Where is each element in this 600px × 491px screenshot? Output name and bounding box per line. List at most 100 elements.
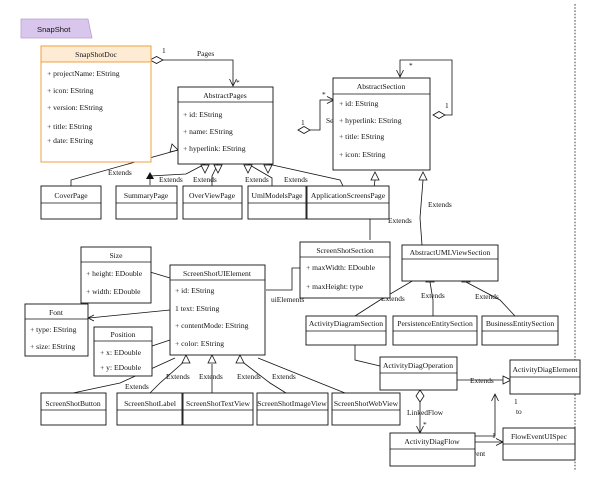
class-size[interactable]: Size + height: EDouble + width: EDouble bbox=[80, 246, 152, 304]
class-attr: + projectName: EString bbox=[47, 69, 120, 78]
class-abstractpages[interactable]: AbstractPages + id: EString + name: EStr… bbox=[177, 86, 274, 165]
extends-label-webview: Extends bbox=[272, 372, 296, 381]
class-floweventuispec[interactable]: FlowEventUISpec bbox=[502, 427, 576, 461]
to-mult-one: 1 bbox=[514, 397, 518, 406]
class-name: BusinessEntitySection bbox=[486, 319, 555, 328]
class-activitydiagelement[interactable]: ActivityDiagElement bbox=[509, 359, 581, 395]
umlmodelspage-generalization bbox=[247, 163, 273, 186]
activitydiagramsection-generalization bbox=[354, 279, 415, 317]
class-activitydiagflow[interactable]: ActivityDiagFlow bbox=[389, 432, 476, 467]
class-name: Font bbox=[49, 308, 64, 317]
class-abstractsection[interactable]: AbstractSection + id: EString + hyperlin… bbox=[332, 77, 431, 171]
extends-label-umlmodels: Extends bbox=[245, 175, 269, 184]
linkedflow-mult-many: * bbox=[423, 420, 427, 429]
button-generalization bbox=[72, 357, 176, 394]
class-attr: + title: EString bbox=[339, 132, 384, 141]
class-font[interactable]: Font + type: EString + size: EString bbox=[24, 303, 89, 357]
self-composition-diamond bbox=[432, 111, 446, 119]
class-name: ApplicationScreensPage bbox=[311, 191, 386, 200]
class-attr: + color: EString bbox=[175, 339, 224, 348]
class-name: OverViewPage bbox=[189, 191, 236, 200]
class-attr: + icon: EString bbox=[47, 86, 94, 95]
class-name: ActivityDiagFlow bbox=[404, 437, 460, 446]
self-mult-one: 1 bbox=[445, 101, 449, 110]
class-screenshotimageview[interactable]: ScreenShotImageView bbox=[256, 392, 329, 426]
self-arrowhead bbox=[396, 69, 404, 78]
class-attr: + id: EString bbox=[183, 110, 223, 119]
class-attr: + version: EString bbox=[47, 103, 103, 112]
sections-mult-many: * bbox=[322, 90, 326, 99]
class-screenshotsection[interactable]: ScreenShotSection + maxWidth: EDouble + … bbox=[299, 241, 391, 299]
extends-label-operation: Extends bbox=[470, 376, 494, 385]
pages-label: Pages bbox=[197, 49, 214, 58]
class-name: ScreenShotButton bbox=[45, 399, 100, 408]
class-abstractumlviewsection[interactable]: AbstractUMLViewSection bbox=[401, 244, 499, 282]
class-name: ActivityDiagElement bbox=[513, 365, 579, 374]
sections-association bbox=[310, 99, 333, 131]
class-name: ScreenShotSection bbox=[316, 246, 374, 255]
extends-label-imageview: Extends bbox=[237, 372, 261, 381]
pages-composition-diamond bbox=[149, 56, 164, 64]
class-attr: + y: EDouble bbox=[100, 363, 142, 372]
class-attr: + size: EString bbox=[30, 342, 75, 351]
extends-label-persistenceentity: Extends bbox=[421, 291, 445, 300]
linkedflow-label: LinkedFlow bbox=[407, 408, 444, 417]
class-attr: + maxHeight: type bbox=[306, 282, 364, 291]
class-name: Position bbox=[111, 330, 136, 339]
class-attr: + type: EString bbox=[30, 325, 77, 334]
class-screenshotlabel[interactable]: ScreenShotLabel bbox=[116, 392, 183, 426]
class-name: FlowEventUISpec bbox=[511, 432, 568, 441]
pages-association bbox=[163, 59, 234, 85]
class-summarypage[interactable]: SummaryPage bbox=[115, 185, 178, 220]
class-activitydiagoperation[interactable]: ActivityDiagOperation bbox=[379, 356, 458, 391]
class-attr: + title: EString bbox=[47, 122, 92, 131]
persistenceentity-generalization bbox=[429, 281, 434, 316]
pages-mult-one: 1 bbox=[162, 46, 166, 55]
package-name: SnapShot bbox=[37, 25, 71, 34]
to-label: to bbox=[516, 407, 522, 416]
applicationscreens-generalization bbox=[267, 163, 344, 187]
class-name: PersistenceEntitySection bbox=[397, 319, 473, 328]
class-screenshotuielement[interactable]: ScreenShotUIElement + id: EString 1 text… bbox=[169, 264, 266, 356]
class-attr: + date: EString bbox=[47, 136, 93, 145]
webview-generalization bbox=[257, 357, 346, 394]
font-link bbox=[88, 309, 171, 319]
summarypage-generalization bbox=[149, 163, 206, 177]
section-self-association bbox=[399, 59, 453, 116]
umlviewsection-generalization bbox=[419, 179, 424, 246]
extends-label-activitydiagramsection: Extends bbox=[381, 294, 405, 303]
class-name: ScreenShotTextView bbox=[186, 399, 250, 408]
class-snapshotdoc[interactable]: SnapShotDoc + projectName: EString + ico… bbox=[40, 45, 152, 163]
class-overviewpage[interactable]: OverViewPage bbox=[182, 185, 243, 220]
imageview-generalization bbox=[239, 359, 287, 394]
class-screenshotwebview[interactable]: ScreenShotWebView bbox=[331, 392, 401, 426]
class-attr: + width: EDouble bbox=[86, 287, 141, 296]
class-name: SummaryPage bbox=[124, 191, 169, 200]
class-applicationscreenspage[interactable]: ApplicationScreensPage bbox=[306, 185, 390, 220]
class-coverpage[interactable]: CoverPage bbox=[40, 185, 102, 220]
extends-label-summarypage: Extends bbox=[159, 175, 183, 184]
extends-label-screenshotsection: Extends bbox=[388, 216, 412, 225]
class-umlmodelspage[interactable]: UmlModelsPage bbox=[247, 185, 307, 220]
class-name: ActivityDiagramSection bbox=[309, 319, 383, 328]
class-attr: + icon: EString bbox=[339, 150, 386, 159]
package-tab: SnapShot bbox=[20, 18, 93, 39]
class-name: AbstractUMLViewSection bbox=[410, 248, 491, 257]
class-name: AbstractSection bbox=[357, 82, 406, 91]
event-mult-one: 1 bbox=[492, 431, 496, 440]
class-screenshottextview[interactable]: ScreenShotTextView bbox=[182, 392, 254, 426]
class-screenshotbutton[interactable]: ScreenShotButton bbox=[40, 392, 107, 426]
class-businessentitysection[interactable]: BusinessEntitySection bbox=[481, 315, 559, 346]
class-attr: + height: EDouble bbox=[86, 269, 143, 278]
self-mult-many: * bbox=[409, 61, 413, 70]
extends-label-textview: Extends bbox=[199, 372, 223, 381]
extends-label-label: Extends bbox=[166, 372, 190, 381]
class-activitydiagramsection[interactable]: ActivityDiagramSection bbox=[305, 315, 387, 346]
label-generalization bbox=[149, 359, 187, 394]
sections-composition-diamond bbox=[297, 126, 311, 134]
class-name: SnapShotDoc bbox=[75, 50, 117, 59]
class-position[interactable]: Position + x: EDouble + y: EDouble bbox=[93, 326, 153, 377]
class-persistenceentitysection[interactable]: PersistenceEntitySection bbox=[392, 315, 478, 346]
class-attr: + hyperlink: EString bbox=[339, 116, 402, 125]
